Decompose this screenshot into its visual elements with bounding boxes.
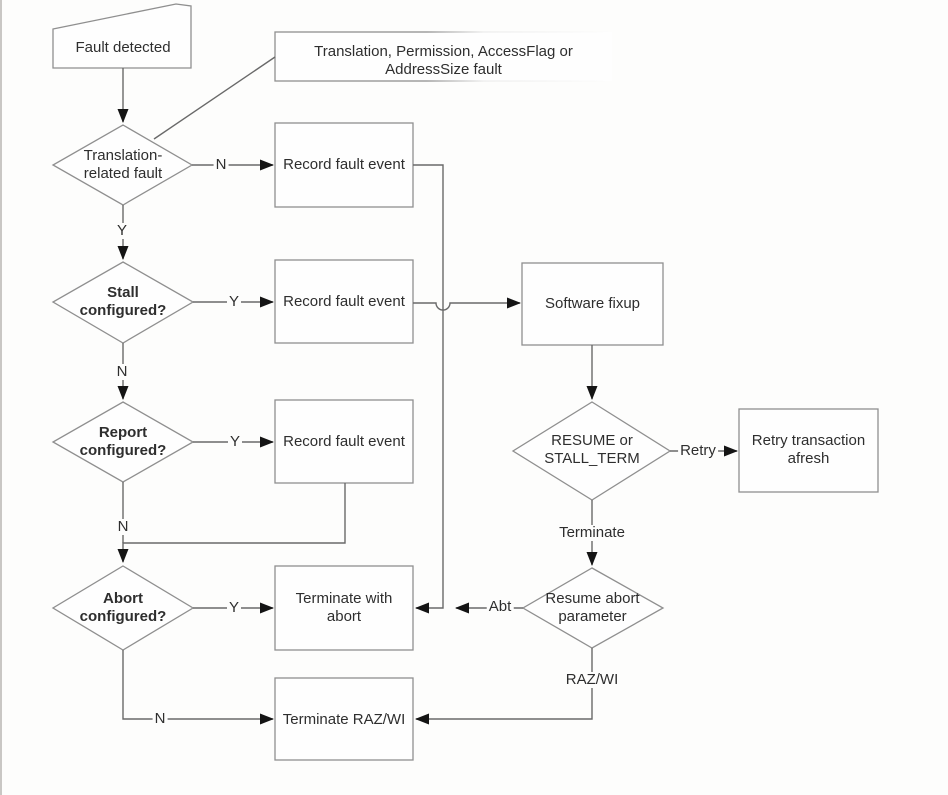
edge-label-abt: Abt [486, 598, 514, 615]
record-fault-event-3-label: Record fault event [283, 433, 405, 450]
edge-razwi-to-terminate-razwi [415, 648, 593, 725]
stall-configured-line2: configured? [79, 302, 167, 319]
report-configured-line1: Report [98, 424, 148, 441]
translation-related-line1: Translation- [83, 147, 163, 164]
resume-or-stall-term-line2: STALL_TERM [544, 450, 640, 467]
edge-label-abort-y: Y [226, 599, 242, 616]
record-fault-event-1-label: Record fault event [283, 156, 405, 173]
edge-label-retry: Retry [678, 442, 718, 459]
edge-label-razwi: RAZ/WI [563, 671, 621, 688]
retry-transaction-line1: Retry transaction [751, 432, 866, 449]
edge-label-report-n: N [115, 518, 131, 535]
terminate-razwi-label: Terminate RAZ/WI [282, 711, 406, 728]
edge-label-terminate: Terminate [557, 524, 627, 541]
record-fault-event-1-box [274, 122, 414, 208]
resume-abort-parameter-line2: parameter [558, 608, 627, 625]
edge-record2-to-software-fixup [413, 297, 521, 311]
report-configured-label: Report configured? [53, 424, 193, 460]
resume-or-stall-term-label: RESUME or STALL_TERM [512, 432, 672, 468]
fault-types-note-label: Translation, Permission, AccessFlag or A… [275, 43, 612, 79]
terminate-razwi-box [274, 677, 414, 761]
software-fixup-label: Software fixup [544, 295, 641, 312]
terminate-with-abort-label: Terminate with abort [276, 590, 412, 626]
edge-label-report-y: Y [227, 433, 243, 450]
edge-record1-to-terminate-abort [413, 164, 444, 614]
translation-related-fault-label: Translation- related fault [53, 147, 193, 183]
translation-related-line2: related fault [83, 165, 163, 182]
record-fault-event-2-label: Record fault event [283, 293, 405, 310]
fault-types-note-box [274, 31, 613, 82]
note-leader-line [153, 56, 276, 140]
fault-types-note-line1: Translation, Permission, AccessFlag or [314, 43, 573, 60]
abort-configured-line1: Abort [103, 590, 143, 607]
edge-label-translation-n: N [213, 156, 229, 173]
screen-edge-artifact [0, 0, 2, 795]
retry-transaction-box [738, 408, 879, 493]
terminate-with-abort-line2: abort [326, 608, 362, 625]
edge-label-translation-y: Y [114, 222, 130, 239]
resume-abort-parameter-line1: Resume abort [545, 590, 640, 607]
record-fault-event-2-box [274, 259, 414, 344]
edge-label-stall-n: N [114, 363, 130, 380]
fault-types-note-line2: AddressSize fault [385, 61, 502, 78]
retry-transaction-line2: afresh [787, 450, 830, 467]
terminate-with-abort-box [274, 565, 414, 651]
record-fault-event-3-box [274, 399, 414, 484]
stall-configured-label: Stall configured? [53, 284, 193, 320]
abort-configured-label: Abort configured? [53, 590, 193, 626]
report-configured-line2: configured? [79, 442, 167, 459]
stall-configured-line1: Stall [107, 284, 139, 301]
terminate-with-abort-line1: Terminate with [295, 590, 393, 607]
fault-detected-shape [52, 3, 192, 69]
resume-abort-parameter-label: Resume abort parameter [523, 590, 662, 626]
abort-configured-line2: configured? [79, 608, 167, 625]
edge-label-abort-n: N [152, 710, 168, 727]
resume-or-stall-term-line1: RESUME or [551, 432, 633, 449]
retry-transaction-label: Retry transaction afresh [739, 432, 878, 468]
edge-abort-n [122, 650, 274, 725]
edge-label-stall-y: Y [226, 293, 242, 310]
software-fixup-box [521, 262, 664, 346]
edge-record3-to-abort [117, 483, 346, 563]
fault-detected-label: Fault detected [75, 39, 171, 56]
